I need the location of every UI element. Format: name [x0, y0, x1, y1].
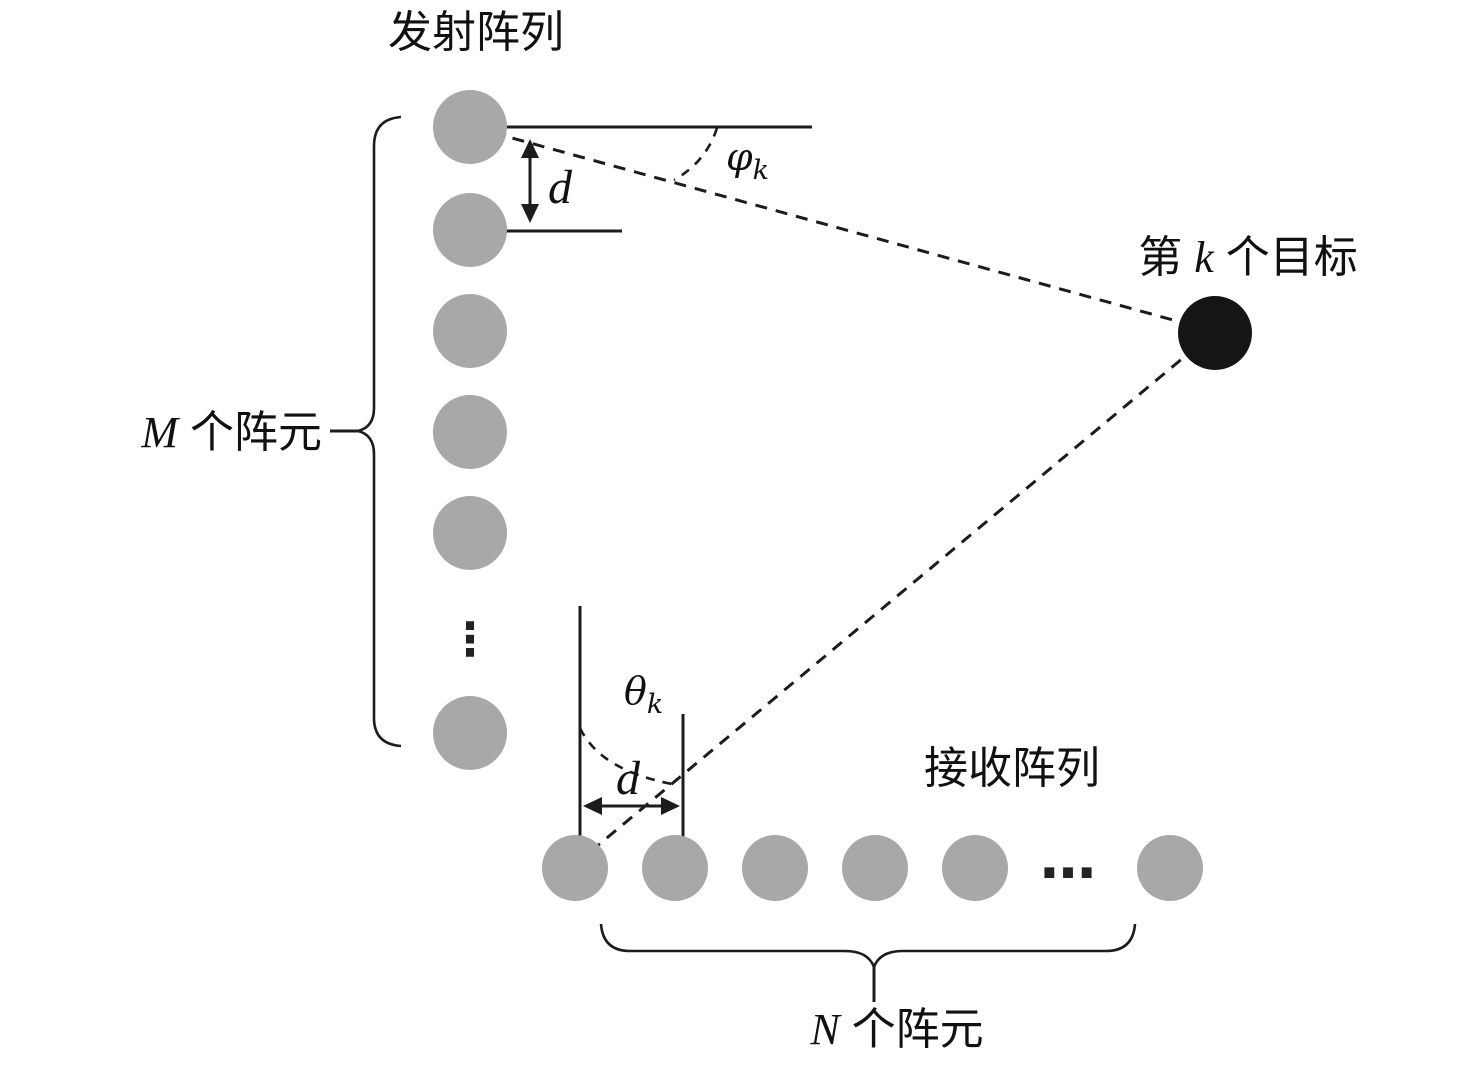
transmit-spacing-label: d [548, 161, 573, 214]
phi-angle-arc [673, 127, 719, 182]
theta-sub: k [647, 689, 663, 720]
receive-element [942, 835, 1008, 901]
transmit-element [433, 496, 507, 570]
target-var: k [1194, 233, 1215, 282]
theta-angle-label: θk [624, 669, 663, 720]
m-var: M [140, 408, 180, 457]
target-prefix: 第 [1138, 233, 1182, 282]
receive-element [742, 835, 808, 901]
n-elements-brace [599, 923, 1137, 971]
transmit-element [433, 90, 507, 164]
transmit-element [433, 395, 507, 469]
receive-spacing-label: d [616, 752, 641, 805]
arrow-right-head-icon [661, 797, 680, 815]
transmit-target-ray [471, 125, 1214, 333]
receive-element [1137, 835, 1203, 901]
theta-var: θ [624, 669, 647, 713]
arrow-up-head-icon [521, 139, 539, 158]
n-var: N [809, 1005, 842, 1054]
phi-var: φ [726, 135, 753, 179]
arrow-left-head-icon [583, 797, 602, 815]
receive-array-ellipsis: … [1040, 827, 1096, 892]
receive-array-label: 接收阵列 [924, 744, 1100, 793]
receive-target-ray [577, 331, 1214, 864]
arrow-down-head-icon [521, 204, 539, 223]
m-suffix: 个阵元 [190, 408, 322, 457]
transmit-array-label: 发射阵列 [388, 8, 564, 57]
target-suffix: 个目标 [1226, 233, 1358, 282]
m-elements-brace [357, 115, 402, 748]
transmit-element [433, 696, 507, 770]
receive-element [542, 835, 608, 901]
receive-element [842, 835, 908, 901]
transmit-element [433, 294, 507, 368]
phi-sub: k [753, 155, 769, 186]
transmit-array: ⋮ [433, 90, 507, 770]
transmit-array-ellipsis: ⋮ [447, 612, 493, 666]
transmit-element [433, 193, 507, 267]
phi-angle-label: φk [726, 135, 769, 186]
n-suffix: 个阵元 [852, 1005, 984, 1054]
target-dot [1178, 296, 1252, 370]
receive-element [642, 835, 708, 901]
receive-array: … [542, 827, 1203, 901]
